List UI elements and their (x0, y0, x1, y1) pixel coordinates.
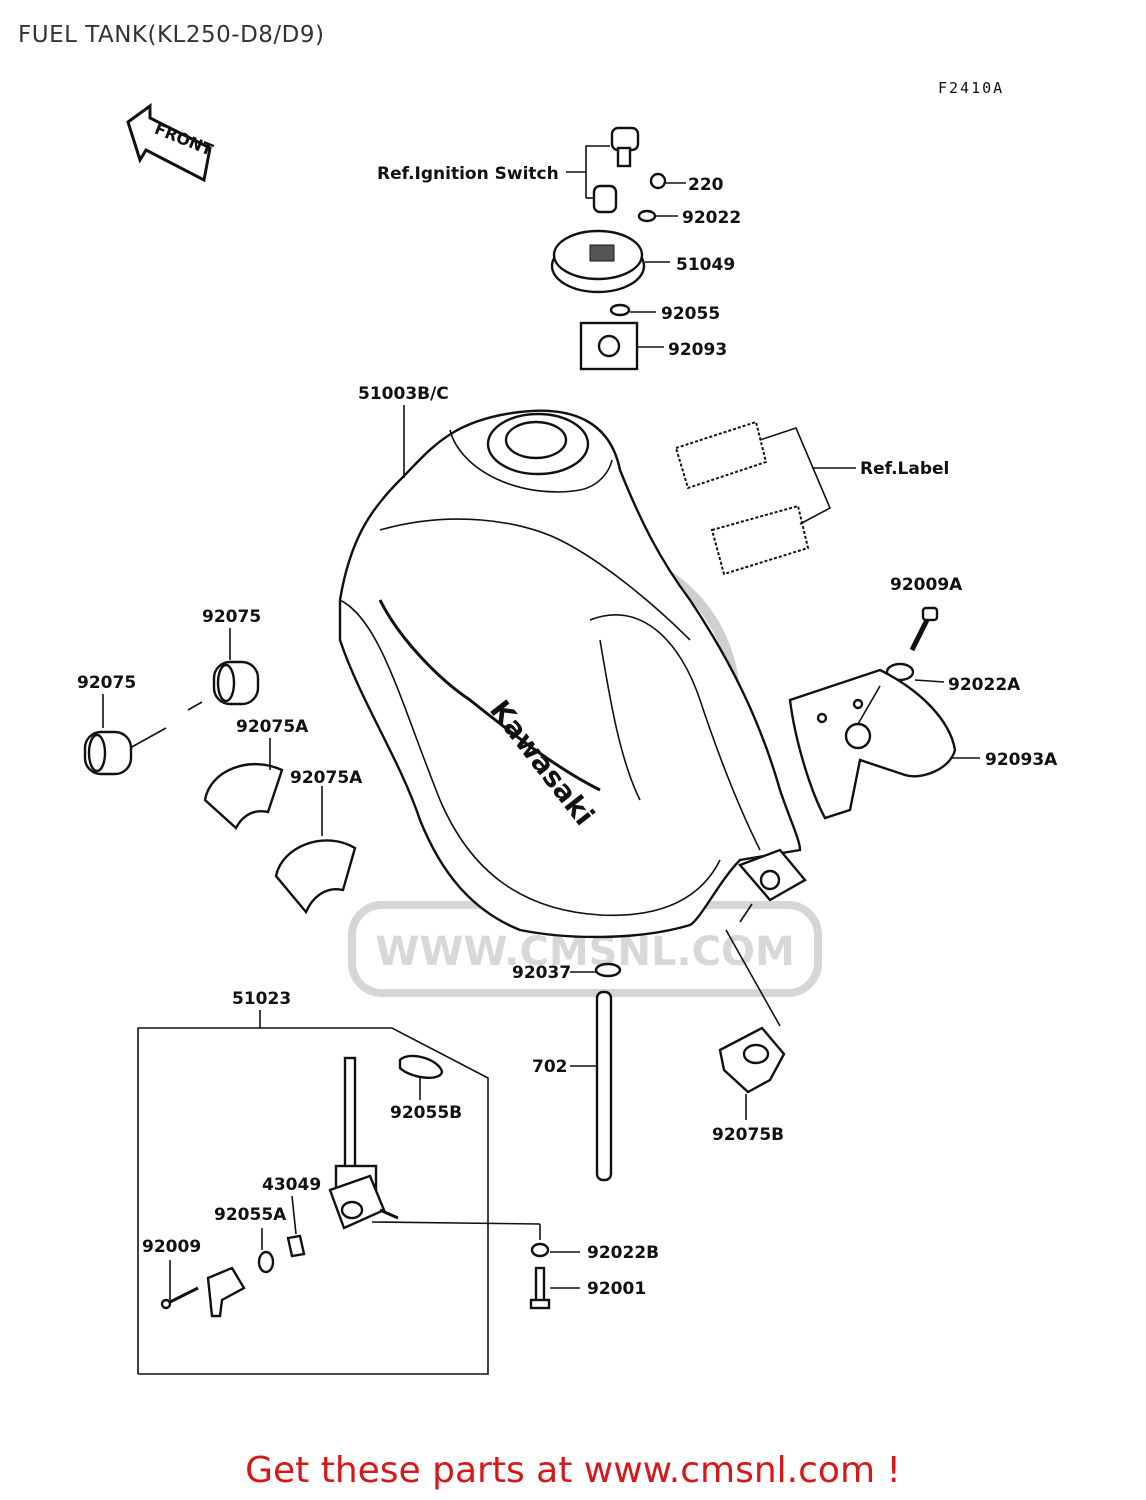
label-92022b: 92022B (587, 1243, 659, 1263)
damper-92075-left: 92075 (77, 673, 136, 776)
label-92075-top: 92075 (202, 607, 261, 627)
fuel-cock-body (328, 1056, 541, 1240)
damper-92075b: 92075B (712, 1026, 786, 1145)
label-92009: 92009 (142, 1237, 201, 1257)
pad-92075a-lower: 92075A (274, 768, 363, 915)
oring-92055a: 92055A (214, 1205, 287, 1274)
label-92009a: 92009A (890, 575, 963, 595)
bolt-92009a: 92009A (890, 575, 963, 652)
screw-92009: 92009 (142, 1237, 201, 1310)
screw-220: 220 (649, 172, 724, 195)
label-92093a: 92093A (985, 750, 1058, 770)
label-702: 702 (532, 1057, 568, 1077)
bolt-92001: 92001 (529, 1266, 646, 1310)
gasket-92055b: 92055B (390, 1054, 462, 1123)
figure-code: F2410A (938, 79, 1004, 97)
label-92022: 92022 (682, 208, 741, 228)
fuel-tank-51003bc: Kawasaki (338, 409, 807, 939)
label-43049: 43049 (262, 1175, 321, 1195)
label-92022a: 92022A (948, 675, 1021, 695)
label-92055a: 92055A (214, 1205, 287, 1225)
lever-43049: 43049 (262, 1175, 321, 1258)
footer-link[interactable]: Get these parts at www.cmsnl.com ! (245, 1450, 901, 1491)
label-92093: 92093 (668, 340, 727, 360)
hose-702: 702 (532, 990, 613, 1182)
washer-92022: 92022 (637, 208, 741, 228)
label-decal-lower (710, 504, 810, 576)
fuel-cock-lever (206, 1266, 246, 1318)
label-92075a-1: 92075A (236, 717, 309, 737)
gasket-92093: 92093 (579, 321, 727, 371)
oring-92055: 92055 (609, 303, 720, 324)
fuel-cock-assembly-51023: 51023 (137, 989, 489, 1375)
label-ref-label: Ref.Label (860, 459, 949, 479)
label-ref-ignition-switch: Ref.Ignition Switch (377, 164, 559, 184)
fuel-cap-51049: 51049 (550, 229, 735, 294)
label-92037: 92037 (512, 963, 571, 983)
label-92075a-2: 92075A (290, 768, 363, 788)
bracket-92093a: 92093A (788, 668, 1058, 820)
pad-92075a-upper: 92075A (203, 717, 309, 830)
page-title: FUEL TANK(KL250-D8/D9) (18, 22, 325, 48)
label-220: 220 (688, 175, 724, 195)
label-51023: 51023 (232, 989, 291, 1009)
label-92055b: 92055B (390, 1103, 462, 1123)
label-decal-upper (674, 420, 768, 490)
damper-92075-top: 92075 (202, 607, 261, 706)
ignition-cylinder (592, 184, 618, 214)
label-92001: 92001 (587, 1279, 646, 1299)
label-92075-left: 92075 (77, 673, 136, 693)
front-arrow-icon: FRONT (126, 103, 216, 183)
washer-92022b: 92022B (530, 1242, 659, 1263)
clip-92037: 92037 (512, 962, 622, 983)
label-51003bc: 51003B/C (358, 384, 449, 404)
ignition-key-icon (610, 126, 640, 168)
label-92075b: 92075B (712, 1125, 784, 1145)
label-92055: 92055 (661, 304, 720, 324)
label-51049: 51049 (676, 255, 735, 275)
